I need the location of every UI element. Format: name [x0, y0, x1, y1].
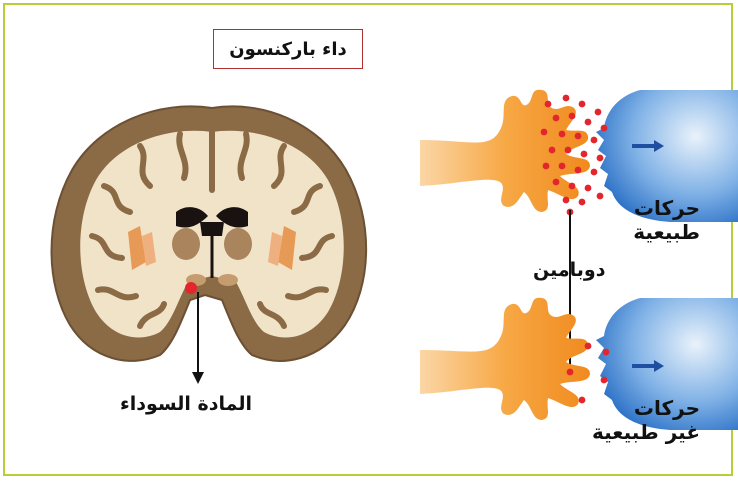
abnormal-movement-label: حركات غير طبيعية — [588, 396, 700, 444]
abnormal-movement-line2: غير طبيعية — [588, 420, 700, 444]
left-caudate — [172, 228, 200, 260]
substantia-nigra-pointer — [192, 292, 204, 384]
substantia-nigra-label: المادة السوداء — [120, 392, 252, 416]
right-caudate — [224, 228, 252, 260]
normal-movement-line1: حركات — [620, 196, 700, 220]
brain-section — [52, 106, 367, 360]
right-subthalamic — [218, 274, 238, 286]
normal-movement-label: حركات طبيعية — [620, 196, 700, 244]
abnormal-movement-line1: حركات — [588, 396, 700, 420]
presynaptic-neuron-top — [420, 90, 590, 212]
presynaptic-neuron-bottom — [420, 298, 590, 420]
dopamine-label: دوبامين — [533, 258, 605, 282]
substantia-nigra-spot — [185, 282, 197, 294]
diagram-title: داء باركنسون — [213, 29, 363, 69]
normal-movement-line2: طبيعية — [620, 220, 700, 244]
